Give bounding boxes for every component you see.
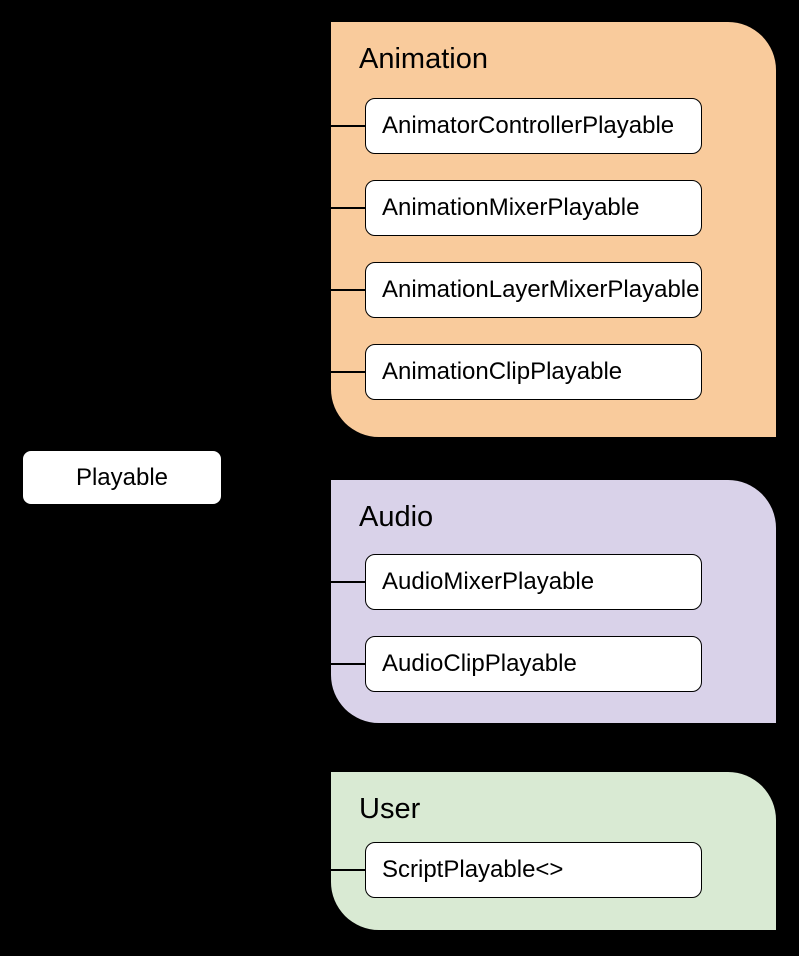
node-label: AnimationLayerMixerPlayable xyxy=(382,276,700,303)
node-label: AudioClipPlayable xyxy=(382,650,577,677)
node-animation-mixer-playable: AnimationMixerPlayable xyxy=(239,180,702,236)
connector-to-animation-mixer-playable xyxy=(239,206,365,209)
node-label: AnimationClipPlayable xyxy=(382,358,623,385)
node-label: AnimatorControllerPlayable xyxy=(382,112,675,139)
node-playable-label: Playable xyxy=(75,463,169,491)
connector-to-animator-controller-playable xyxy=(239,124,365,127)
group-audio-label: Audio xyxy=(359,501,434,533)
node-playable: Playable xyxy=(22,450,222,505)
group-user: User ScriptPlayable<> xyxy=(239,772,776,930)
node-animation-clip-playable: AnimationClipPlayable xyxy=(239,344,702,400)
connector-to-script-playable xyxy=(239,868,365,871)
node-label: AnimationMixerPlayable xyxy=(382,194,640,221)
group-animation: Animation AnimatorControllerPlayable Ani… xyxy=(239,22,776,437)
node-animator-controller-playable: AnimatorControllerPlayable xyxy=(239,98,702,154)
connector-to-animation-layer-mixer-playable xyxy=(239,288,365,291)
group-user-label: User xyxy=(359,793,421,825)
connector-to-animation-clip-playable xyxy=(239,370,365,373)
node-label: ScriptPlayable<> xyxy=(382,856,564,883)
node-script-playable: ScriptPlayable<> xyxy=(239,842,702,898)
node-animation-layer-mixer-playable: AnimationLayerMixerPlayable xyxy=(239,262,702,318)
node-audio-clip-playable: AudioClipPlayable xyxy=(239,636,702,692)
group-audio: Audio AudioMixerPlayable AudioClipPlayab… xyxy=(239,480,776,723)
group-animation-label: Animation xyxy=(359,43,488,75)
node-audio-mixer-playable: AudioMixerPlayable xyxy=(239,554,702,610)
connector-to-audio-clip-playable xyxy=(239,662,365,665)
node-label: AudioMixerPlayable xyxy=(382,568,595,595)
connector-to-audio-mixer-playable xyxy=(239,580,365,583)
